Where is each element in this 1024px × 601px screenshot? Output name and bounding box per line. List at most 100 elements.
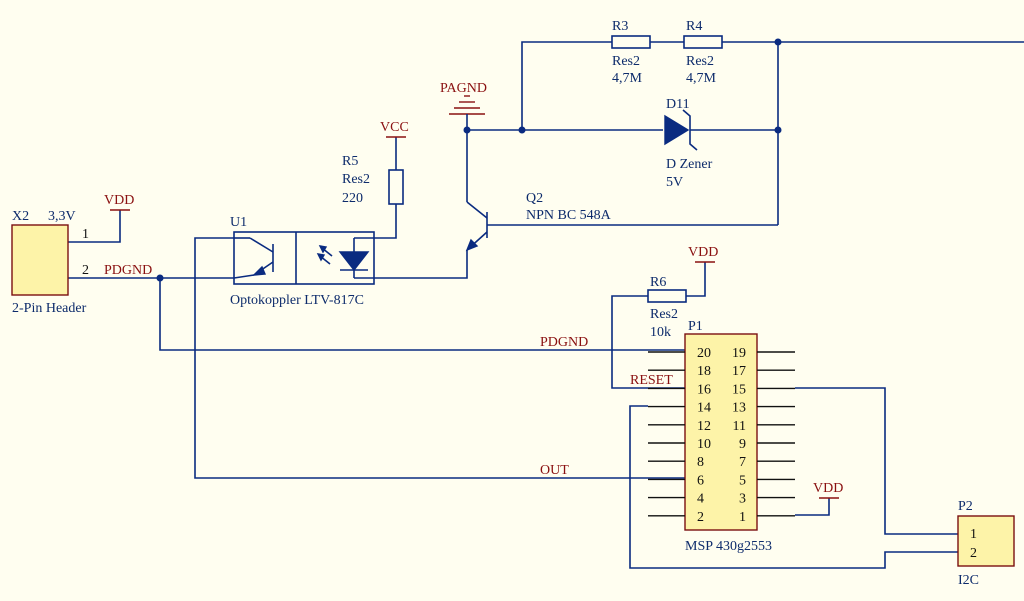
p1-pin-number: 14 [697,401,711,416]
resistor-r4: R4 Res2 4,7M [683,19,723,86]
p1-pin-number: 16 [697,382,711,397]
wires [68,38,1024,569]
r4-value: 4,7M [686,71,717,86]
p2-pin-number: 2 [970,546,977,561]
wire-r5-u1 [374,204,397,239]
r3-designator: R3 [612,19,628,34]
p1-pin-number: 2 [697,510,704,525]
u1-body [233,231,375,285]
optocoupler-u1: U1 Optokoppler LTV-817C [230,215,375,308]
x2-designator: X2 [12,209,29,224]
r6-value: 10k [650,325,671,340]
net-label-vdd: VDD [104,193,134,208]
d11-value: 5V [666,175,683,190]
p2-designator: P2 [958,499,973,514]
zener-diode-d11: D11 D Zener 5V [664,97,713,190]
u1-comment: Optokoppler LTV-817C [230,293,364,308]
p1-pin-number: 15 [732,382,746,397]
p1-comment: MSP 430g2553 [685,539,772,554]
wire-x2-vdd [68,210,121,243]
p2-body [957,515,1015,567]
p1-pin-number: 4 [697,492,704,507]
p1-right-pins: 19 17 15 13 11 9 7 5 3 1 [732,346,795,525]
d11-triangle [664,114,690,146]
d11-designator: D11 [666,97,690,112]
junction-dot [518,126,526,134]
junction-dot [774,38,782,46]
pagnd-symbol [449,95,485,130]
d11-comment: D Zener [666,157,713,172]
net-label-vdd: VDD [813,481,843,496]
r3-comment: Res2 [612,54,640,69]
net-label-pdgnd: PDGND [540,335,588,350]
p1-pin-number: 18 [697,364,711,379]
r6-designator: R6 [650,275,666,290]
net-label-pagnd: PAGND [440,81,487,96]
p1-pin-number: 11 [733,419,746,434]
p1-pin-number: 3 [739,492,746,507]
p1-left-pins: 20 18 16 14 12 10 8 6 4 2 [648,346,711,525]
r4-body [683,35,723,49]
resistor-r3: R3 Res2 4,7M [611,19,651,86]
r5-comment: Res2 [342,172,370,187]
wire-r6-vdd [686,262,706,297]
resistor-r5: R5 Res2 220 [342,154,404,206]
wire-i2c-1 [795,387,958,535]
x2-body [11,224,69,296]
p1-pin-number: 6 [697,473,704,488]
p1-pin-number: 9 [739,437,746,452]
p2-comment: I2C [958,573,979,588]
wire-p1-vdd [795,498,830,516]
header-x2: X2 3,3V 1 2 2-Pin Header [11,209,89,316]
p1-pin-number: 19 [732,346,746,361]
net-label-out: OUT [540,463,569,478]
power-ports: VDD VCC PAGND VDD VDD [104,81,843,499]
p1-pin-number: 17 [732,364,746,379]
p1-pin-number: 8 [697,455,704,470]
x2-pin-number: 2 [82,263,89,278]
q2-emitter-arrow [465,238,479,252]
net-label-reset: RESET [630,373,673,388]
junction-dot [156,274,164,282]
q2-comment: NPN BC 548A [526,208,612,223]
wire-i2c-2 [629,405,958,569]
r5-body [388,169,404,205]
q2-collector [466,201,488,219]
x2-comment: 2-Pin Header [12,301,87,316]
net-label-vcc: VCC [380,120,409,135]
resistor-r6: R6 Res2 10k [647,275,687,340]
r3-value: 4,7M [612,71,643,86]
junction-dot [774,126,782,134]
r3-body [611,35,651,49]
transistor-q2: Q2 NPN BC 548A [465,191,612,252]
p1-body [684,333,758,531]
r4-designator: R4 [686,19,702,34]
p1-pin-number: 10 [697,437,711,452]
p1-pin-number: 7 [739,455,746,470]
x2-pin-number: 1 [82,227,89,242]
p1-pin-number: 5 [739,473,746,488]
r5-value: 220 [342,191,363,206]
u1-led-triangle [338,251,370,272]
r5-designator: R5 [342,154,358,169]
p1-pin-number: 20 [697,346,711,361]
r4-comment: Res2 [686,54,714,69]
header-p2: P2 1 2 I2C [957,499,1015,588]
x2-value: 3,3V [48,209,76,224]
wire-r3-left [521,41,612,130]
p1-pin-number: 13 [732,401,746,416]
wire-pdgnd-p1 [159,278,685,351]
net-label-pdgnd: PDGND [104,263,152,278]
q2-designator: Q2 [526,191,543,206]
r6-comment: Res2 [650,307,678,322]
wire-q2-emitter [374,250,468,279]
p1-pin-number: 12 [697,419,711,434]
p1-pin-number: 1 [739,510,746,525]
p1-designator: P1 [688,319,703,334]
wire-out [194,237,685,479]
net-label-vdd: VDD [688,245,718,260]
u1-designator: U1 [230,215,247,230]
p2-pin-number: 1 [970,527,977,542]
